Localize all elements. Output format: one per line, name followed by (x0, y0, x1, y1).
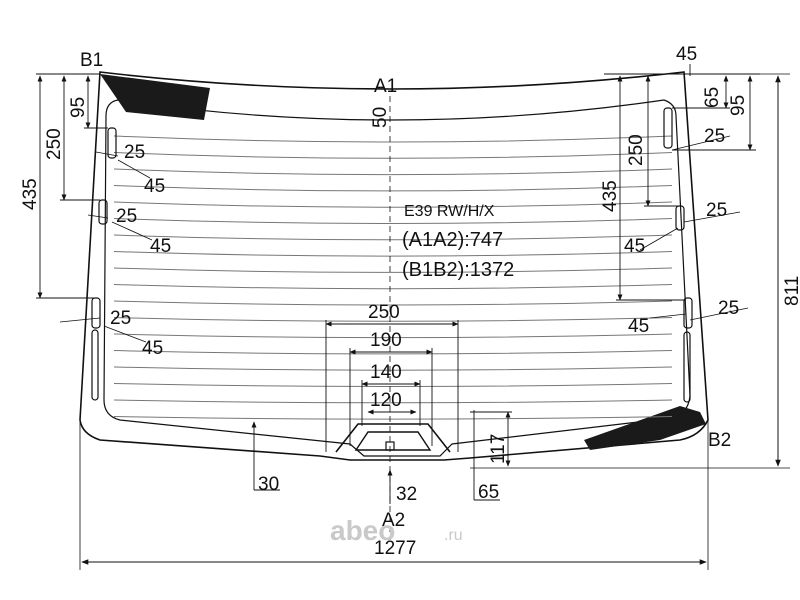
dim-left-250: 250 (44, 128, 65, 160)
dim-left-435: 435 (20, 178, 41, 210)
dim-brake-120: 120 (370, 390, 402, 411)
glass-outline (79, 71, 709, 461)
dim-right-clip2-a: 25 (706, 200, 727, 221)
dim-bottom-32: 32 (396, 484, 417, 505)
heating-line (113, 416, 673, 420)
bottom-dims (251, 410, 512, 504)
watermark-logo: abeo (330, 515, 395, 546)
right-clips (663, 107, 693, 403)
dim-right-clip3-a: 25 (718, 298, 739, 319)
label-b2: B2 (708, 430, 731, 451)
heating-line (113, 284, 673, 290)
dim-right-250: 250 (626, 134, 647, 166)
heating-line (113, 300, 673, 306)
heating-line (113, 152, 673, 159)
dim-left-clip1-a: 25 (124, 142, 145, 163)
dim-left-clip3-a: 25 (110, 308, 131, 329)
dim-bottom-117: 117 (488, 434, 509, 464)
heating-line (113, 399, 673, 404)
heating-line (113, 234, 673, 241)
dim-total-height: 811 (782, 276, 800, 306)
right-clip-2 (675, 205, 685, 231)
heating-line (113, 218, 673, 224)
heating-lines (113, 135, 673, 420)
dim-brake-250: 250 (368, 302, 400, 323)
brake-dims (325, 320, 459, 452)
left-clip-3 (91, 297, 101, 329)
dim-bottom-30: 30 (258, 474, 279, 495)
heating-line (113, 333, 673, 339)
left-trim (91, 329, 99, 401)
left-clips (91, 127, 117, 401)
heating-line (113, 168, 673, 176)
heating-line (113, 366, 673, 371)
dim-left-clip2-b: 45 (150, 236, 171, 257)
dim-brake-190: 190 (370, 330, 402, 351)
right-trim (683, 331, 691, 403)
label-b1: B1 (80, 50, 103, 71)
dim-right-45: 45 (676, 44, 697, 65)
dim-left-clip3-b: 45 (142, 338, 163, 359)
spec-b1b2: (B1B2):1372 (402, 259, 514, 281)
label-a1: A1 (374, 76, 397, 97)
dim-right-435: 435 (600, 180, 621, 212)
dim-top-center: 50 (370, 107, 391, 128)
serigraphy-border (103, 99, 691, 457)
dim-total-width: 1277 (374, 538, 416, 559)
right-vertical-dims (604, 64, 760, 301)
heating-line (113, 201, 673, 208)
dim-bottom-65: 65 (478, 482, 499, 503)
dim-brake-140: 140 (370, 362, 402, 383)
corner-paint-b2 (584, 406, 706, 450)
dim-right-95: 95 (728, 95, 749, 116)
heating-line (113, 251, 673, 257)
heating-line (113, 267, 673, 273)
spec-a1a2: (A1A2):747 (402, 229, 503, 251)
heating-line (113, 135, 673, 143)
heating-line (113, 317, 673, 322)
right-clip-3 (683, 297, 693, 329)
clip-leaders (59, 135, 749, 343)
left-clip-2 (98, 199, 108, 225)
dim-left-clip1-b: 45 (144, 176, 165, 197)
heating-line (113, 185, 673, 192)
corner-paint-b1 (100, 74, 210, 120)
dim-right-clip3-b: 45 (628, 316, 649, 337)
brake-light-cutout (335, 423, 451, 453)
spec-code: E39 RW/H/X (404, 203, 495, 220)
dim-left-95: 95 (68, 97, 89, 118)
right-clip-1 (663, 107, 673, 149)
dim-left-clip2-a: 25 (116, 206, 137, 227)
dim-right-65: 65 (702, 87, 723, 108)
watermark-suffix: .ru (444, 527, 463, 544)
left-clip-1 (107, 127, 117, 159)
label-a2: A2 (382, 510, 405, 531)
brake-light-opening (354, 431, 432, 451)
dim-right-clip2-b: 45 (624, 236, 645, 257)
left-vertical-dims (36, 73, 108, 299)
dim-right-clip1-a: 25 (704, 126, 725, 147)
